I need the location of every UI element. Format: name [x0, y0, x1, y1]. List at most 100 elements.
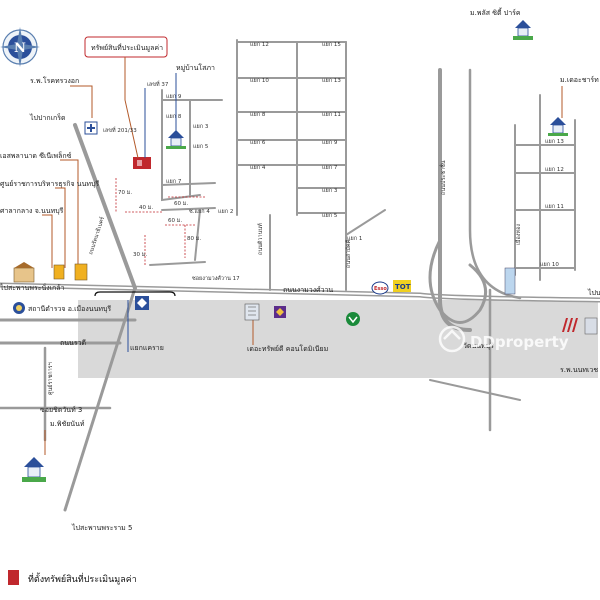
soi-label: แยก 15 — [322, 42, 341, 48]
soi-ngamwong-17-label: ซอยงามวงศ์วาน 17 — [192, 275, 240, 282]
soi-2 — [161, 207, 216, 211]
tiwanon-road-label: ถนนติวานนท์ — [257, 223, 264, 255]
gov-callout — [42, 214, 53, 268]
hospital-chronic-label: ร.พ.โรคทรวงอก — [30, 76, 79, 85]
hospital-nonthavej-label: ร.พ.นนทเวช — [560, 366, 598, 374]
bank-icon — [135, 296, 149, 310]
distance-label: 60 ม. — [168, 218, 182, 224]
police-station-label: สถานีตำรวจ อ.เมืองนนทบุรี — [28, 305, 111, 313]
muean-phai-label: เมืองทอง — [515, 224, 522, 245]
gov-office-label: ศาลากลาง จ.นนทบุรี — [0, 207, 64, 215]
soi-label: แยก 6 — [250, 140, 266, 146]
house-icon — [166, 130, 186, 149]
business-callout — [55, 187, 66, 268]
mid-soi-1 — [345, 209, 386, 236]
bank-icon — [274, 306, 286, 318]
soi-label: แยก 1 — [347, 236, 362, 242]
soi-label: แยก 11 — [545, 204, 564, 210]
watermark-logo: DDproperty — [438, 325, 569, 353]
compass-letter: N — [14, 41, 26, 56]
vibhavadi-inner — [468, 68, 522, 300]
soi-label: ซ.แยก 4 — [189, 208, 210, 215]
soi-label: แยก 5 — [193, 144, 209, 150]
village-sema-label: หมู่บ้านโสภา — [176, 63, 215, 72]
to-phra-nangklao-label: ไปสะพานพระนั่งเกล้า — [0, 283, 65, 292]
distance-label: 40 ม. — [139, 205, 153, 211]
to-pakkret-label: ไปปากเกร็ด — [29, 113, 66, 122]
building-icon — [584, 317, 598, 335]
soi-label: แยก 10 — [250, 78, 269, 84]
house-icon — [22, 457, 46, 482]
distance-label: 30 ม. — [133, 252, 147, 258]
house-icon — [548, 117, 568, 136]
legend-text: ที่ตั้งทรัพย์สินที่ประเมินมูลค่า — [28, 572, 137, 585]
soi-7 — [161, 182, 216, 186]
property-marker-detail — [137, 160, 142, 166]
legend-swatch — [8, 570, 19, 585]
building-icon — [53, 264, 65, 280]
hospital-icon — [84, 121, 98, 135]
esso-text: Esso — [374, 286, 387, 292]
to-phra-ram-5-label: ไปสะพานพระราม 5 — [71, 523, 132, 532]
soi-label: แยก 10 — [540, 262, 559, 268]
side-road-label: ศูนย์ราชการฯ — [47, 362, 54, 395]
property-title: ทรัพย์สินที่ประเมินมูลค่า — [91, 43, 163, 52]
distance-label: 60 ม. — [174, 201, 188, 207]
plus-city-park-label: ม.พลัส ซิตี้ ปาร์ค — [470, 6, 521, 17]
soi-label: แยก 13 — [322, 78, 341, 84]
brand-logo-icon — [562, 318, 578, 332]
soi-37-label: เลขที่ 37 — [147, 80, 169, 88]
soi-label: แยก 7 — [322, 165, 338, 171]
tower-icon — [504, 267, 516, 295]
soi-label: แยก 8 — [250, 112, 266, 118]
business-admin-label: ศูนย์ราชการบริหารธุรกิจ นนทบุรี — [0, 180, 99, 188]
krisda-condo-label: เดอะทรัพย์ดี คอนโดมิเนียม — [247, 344, 328, 353]
rattanathibet-road-label: ถนนรัตนาธิเบศร์ — [87, 216, 106, 256]
soi-to-main — [194, 209, 201, 261]
ngamwongwan-road-label: ถนนงามวงศ์วาน — [283, 286, 333, 294]
distance-label: 70 ม. — [118, 190, 132, 196]
watermark-band — [78, 300, 598, 378]
the-home-label: ม.เดอะชาร์ท — [560, 76, 599, 84]
soi-label: แยก 3 — [193, 124, 209, 130]
wat-nonthaburi-label: วัดนนทบุรี — [463, 342, 494, 350]
soi-label: แยก 12 — [545, 167, 564, 173]
hospital-callout — [70, 85, 93, 118]
central-label: เอสพลานาด ซีเนีเพล็กซ์ — [0, 151, 72, 160]
soi-label: แยก 9 — [322, 140, 338, 146]
rawadee-road-label: ถนนรวดี — [60, 339, 86, 347]
house-icon — [513, 20, 533, 40]
pracha-chuen-label: ถนนประชาชื่น — [439, 160, 447, 195]
distance-label: 80 ม. — [187, 236, 201, 242]
soi-ngamwong-17 — [149, 261, 206, 266]
soi-label: แยก 2 — [218, 209, 233, 215]
phichaiyan-label: ม.พิชัยนันท์ — [50, 420, 85, 428]
soi-label: แยก 8 — [166, 114, 182, 120]
to-bangkhen-label: ไปบางเขน — [587, 288, 600, 297]
vibhavadi-road — [438, 68, 472, 332]
esso-icon: Esso — [371, 281, 389, 295]
soi-label: แยก 12 — [250, 42, 269, 48]
tot-icon: TOT — [393, 280, 411, 292]
soi-label: แยก 13 — [545, 139, 564, 145]
soi-label: แยก 5 — [322, 213, 338, 219]
property-title-box — [84, 36, 168, 58]
kaset-intersection-label: แยกแคราย — [130, 344, 164, 352]
building-icon — [74, 263, 88, 281]
ngamwongwan-road-center — [0, 284, 600, 301]
soi-label: แยก 3 — [322, 188, 338, 194]
property-callout-line — [124, 57, 139, 159]
samakkhi-road-label: ถนนสามัคคี — [345, 239, 352, 268]
central-callout — [60, 159, 79, 268]
east-connector — [429, 379, 521, 401]
soi-label: แยก 9 — [166, 94, 182, 100]
interchange-loop — [428, 238, 488, 324]
soi-label: แยก 11 — [322, 112, 341, 118]
compass-icon: N — [0, 27, 40, 67]
condo-icon — [244, 303, 260, 321]
soi-chittiwat-label: ซอยชิตวันท์ 3 — [40, 406, 82, 414]
building-icon — [13, 262, 35, 283]
tiwanon-road — [63, 286, 137, 512]
police-icon — [13, 302, 25, 314]
